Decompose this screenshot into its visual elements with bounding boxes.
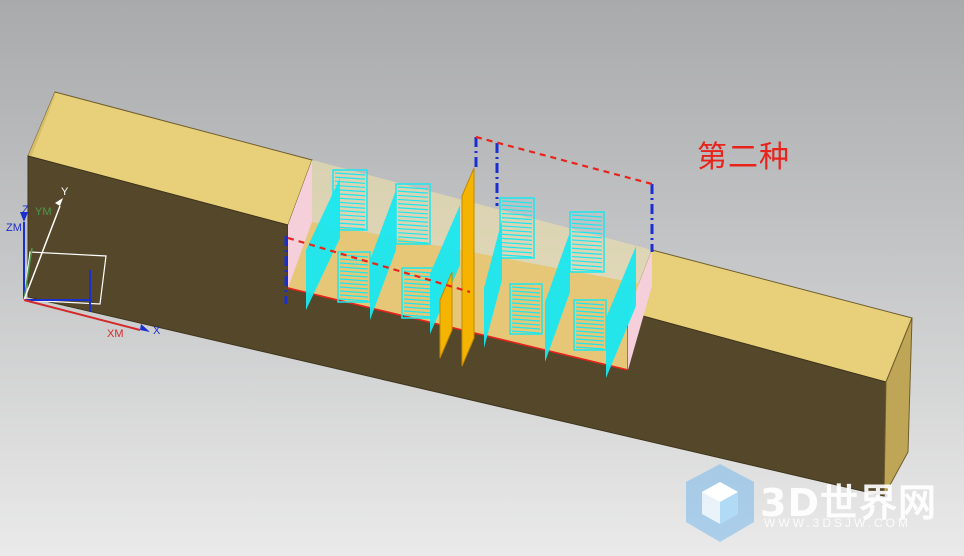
boundary-front-dashed xyxy=(287,236,471,294)
cut-plane-1[interactable] xyxy=(461,167,475,367)
toolpath-wall-1 xyxy=(306,178,340,310)
axis-label-z: Z xyxy=(22,204,29,216)
toolpath-back-slot-4[interactable] xyxy=(569,211,605,273)
toolpath-back-slot-1[interactable] xyxy=(332,169,368,231)
watermark-subtitle: WWW.3DSJW.COM xyxy=(764,516,911,530)
cut-plane-group[interactable] xyxy=(439,167,475,367)
toolpath-front-slot-3[interactable] xyxy=(509,283,543,335)
coordinate-triad xyxy=(20,198,150,332)
toolpath-wall-5 xyxy=(545,232,570,362)
ym-axis-line xyxy=(23,247,33,301)
xm-axis-line xyxy=(23,299,141,331)
axis-label-zm: ZM xyxy=(6,222,22,234)
toolpath-wall-6 xyxy=(606,246,636,378)
toolpath-group[interactable] xyxy=(306,169,636,378)
method-annotation: 第二种 xyxy=(697,140,790,175)
boundary-top-dashed xyxy=(475,135,653,186)
z-arrow-icon xyxy=(20,212,28,222)
pocket-left-wall xyxy=(288,160,312,288)
axis-label-x: X xyxy=(153,325,161,337)
axis-label-y: Y xyxy=(61,186,69,198)
toolpath-front-slot-4[interactable] xyxy=(573,299,607,351)
toolpath-back-slot-3[interactable] xyxy=(499,197,535,259)
toolpath-wall-3 xyxy=(430,205,460,334)
machining-boundary[interactable] xyxy=(284,135,654,304)
y-arrow-icon xyxy=(55,198,63,206)
site-watermark: 3D世界网 WWW.3DSJW.COM xyxy=(680,460,960,550)
y-axis-line xyxy=(23,205,61,301)
left-shoulder-end-face xyxy=(28,92,55,160)
cut-plane-2[interactable] xyxy=(439,271,453,359)
cube-logo-icon xyxy=(686,464,754,542)
watermark-title: 3D世界网 xyxy=(760,481,937,525)
toolpath-wall-2 xyxy=(370,190,396,320)
toolpath-front-slot-2[interactable] xyxy=(401,267,435,319)
x-arrow-icon xyxy=(140,324,150,332)
toolpath-front-slot-1[interactable] xyxy=(337,251,371,303)
axis-label-ym: YM xyxy=(35,206,52,218)
axis-label-xm: XM xyxy=(107,328,124,340)
toolpath-wall-4 xyxy=(484,220,502,348)
toolpath-back-slot-2[interactable] xyxy=(395,183,431,245)
block-end-face xyxy=(883,317,913,497)
pocket-right-wall xyxy=(628,250,652,370)
